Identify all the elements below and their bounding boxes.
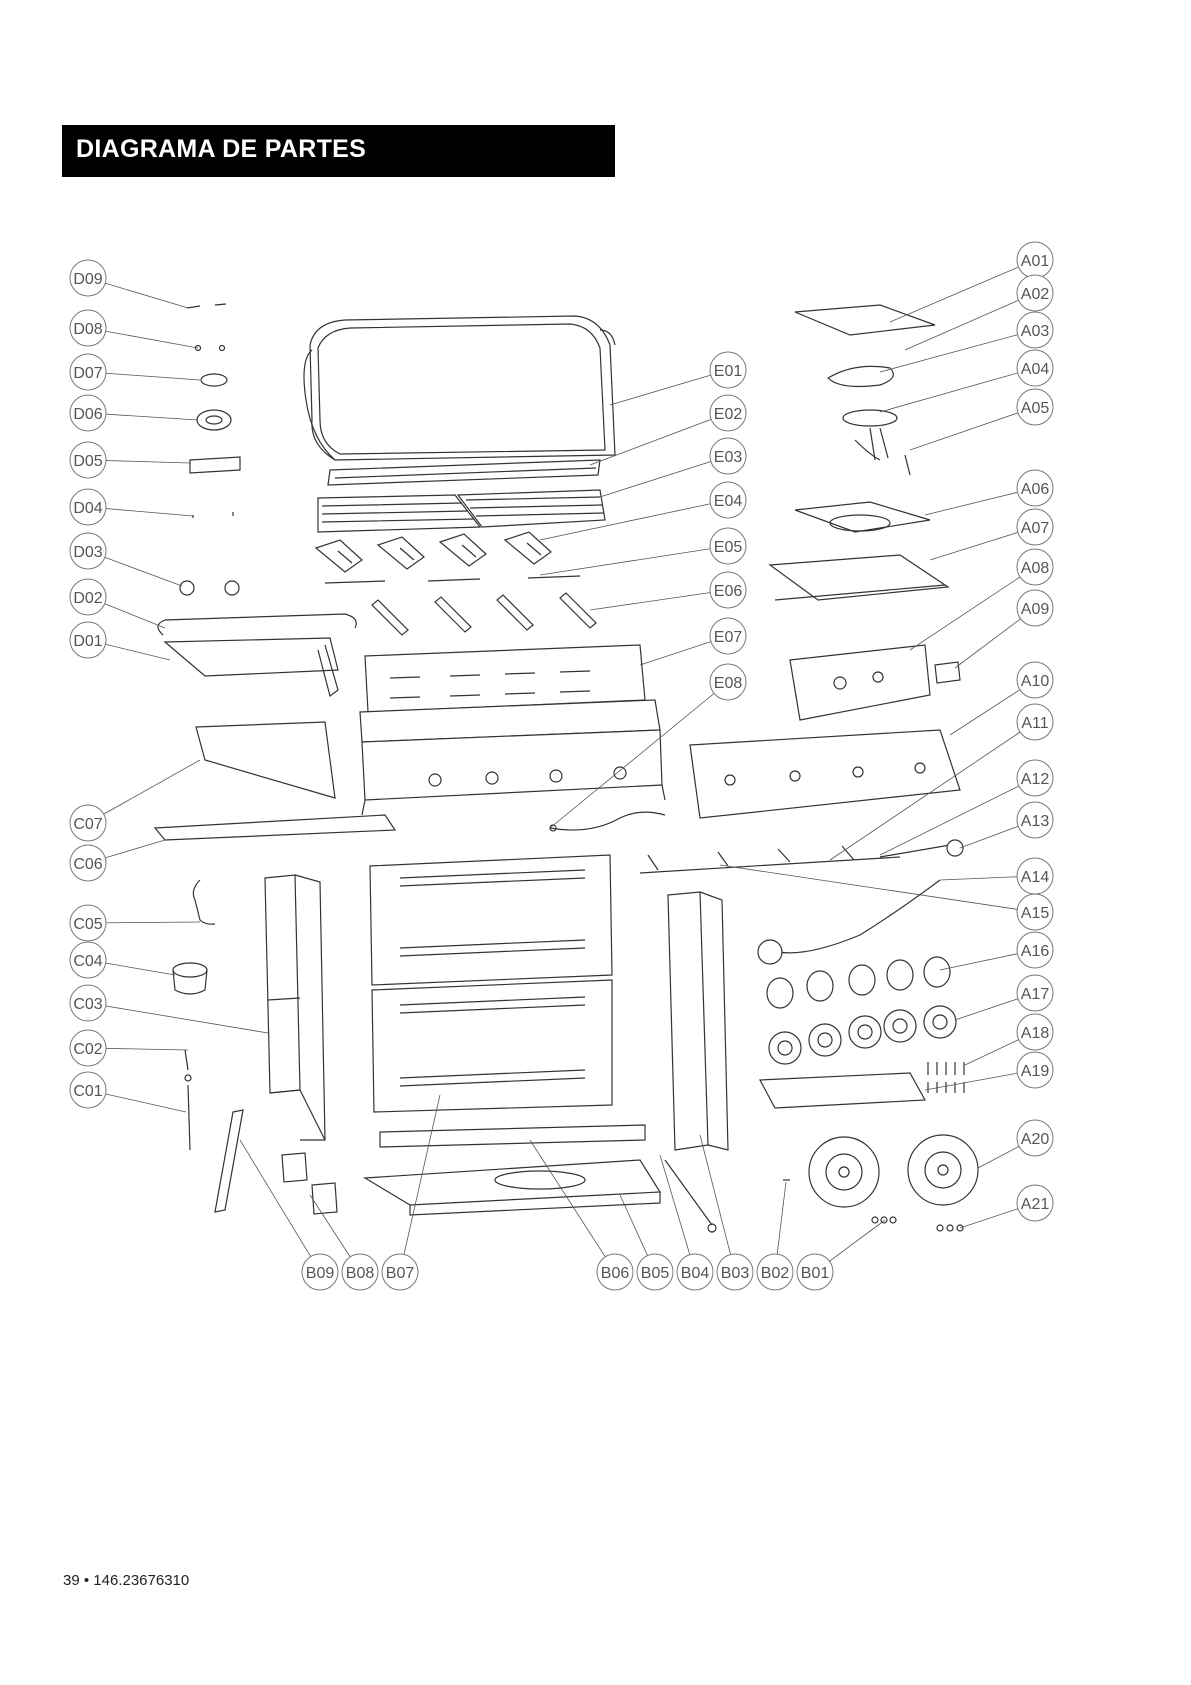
cart-right-panel [668,892,728,1150]
control-knobs [767,957,950,1008]
callout-d05: D05 [73,453,102,470]
leader-line-b03 [700,1135,735,1272]
flame-tamers [316,532,551,572]
callout-a20: A20 [1021,1131,1050,1148]
callout-a11: A11 [1021,715,1048,732]
callout-b03: B03 [721,1265,750,1282]
footer-separator: • [84,1572,89,1589]
leader-line-a01 [890,260,1035,322]
callout-c06: C06 [73,856,102,873]
callout-c02: C02 [73,1041,102,1058]
cooking-grates [318,490,605,532]
callout-e06: E06 [714,583,743,600]
callout-e01: E01 [714,363,743,380]
leader-line-a03 [880,330,1035,372]
callout-e05: E05 [714,539,743,556]
callout-a09: A09 [1021,601,1050,618]
callout-a07: A07 [1021,520,1050,537]
callout-a19: A19 [1021,1063,1050,1080]
callout-c07: C07 [73,816,102,833]
leader-line-e06 [590,590,728,610]
callout-a21: A21 [1021,1196,1050,1213]
callout-c01: C01 [73,1083,102,1100]
callout-c03: C03 [73,996,102,1013]
callout-a12: A12 [1021,771,1050,788]
screws-and-tray [760,1062,964,1108]
callout-a01: A01 [1021,253,1050,270]
callout-d09: D09 [73,271,102,288]
callout-a10: A10 [1021,673,1050,690]
callout-a08: A08 [1021,560,1050,577]
crossover-tubes [325,576,580,583]
callout-d07: D07 [73,365,102,382]
wheels [783,1135,978,1231]
callout-b02: B02 [761,1265,790,1282]
side-burner-assembly [770,305,960,720]
callout-d02: D02 [73,590,102,607]
model-number: 146.23676310 [93,1572,189,1589]
control-panel [690,730,960,818]
leader-line-a15 [720,865,1035,912]
leader-line-b09 [240,1140,320,1272]
callout-a18: A18 [1021,1025,1050,1042]
cart-base [365,1125,660,1215]
callout-b04: B04 [681,1265,710,1282]
callout-b07: B07 [386,1265,415,1282]
callout-a02: A02 [1021,286,1050,303]
page-number: 39 [63,1572,80,1589]
callout-d01: D01 [73,633,102,650]
firebox [360,645,665,815]
callout-e04: E04 [714,493,743,510]
callout-a16: A16 [1021,943,1050,960]
page-footer: 39 • 146.23676310 [63,1572,189,1589]
callout-d04: D04 [73,500,102,517]
burner-tubes [372,593,596,635]
knob-bezels [769,1006,956,1064]
callout-d08: D08 [73,321,102,338]
callout-a13: A13 [1021,813,1050,830]
callout-a06: A06 [1021,481,1050,498]
callout-c04: C04 [73,953,102,970]
leader-line-a05 [910,407,1035,450]
callout-a14: A14 [1021,869,1050,886]
leader-line-a04 [880,368,1035,412]
callout-e02: E02 [714,406,743,423]
callout-b05: B05 [641,1265,670,1282]
cart-doors [370,855,612,1112]
leader-line-c07 [88,760,200,823]
callout-b01: B01 [801,1265,830,1282]
callout-c05: C05 [73,916,102,933]
callout-b09: B09 [306,1265,335,1282]
warming-rack [328,460,600,485]
callout-a03: A03 [1021,323,1050,340]
callout-e03: E03 [714,449,743,466]
leader-line-e05 [540,546,728,575]
callout-e08: E08 [714,675,743,692]
leader-line-e03 [600,456,728,497]
callout-b06: B06 [601,1265,630,1282]
callout-d06: D06 [73,406,102,423]
callout-e07: E07 [714,629,743,646]
callout-b08: B08 [346,1265,375,1282]
callout-a17: A17 [1021,986,1050,1003]
grill-lid [304,316,615,460]
callout-d03: D03 [73,544,102,561]
leader-line-c03 [88,1003,268,1033]
cart-left-panel [265,875,325,1140]
callout-a05: A05 [1021,400,1050,417]
igniter-wire [550,812,665,831]
callout-a04: A04 [1021,361,1050,378]
callout-a15: A15 [1021,905,1050,922]
